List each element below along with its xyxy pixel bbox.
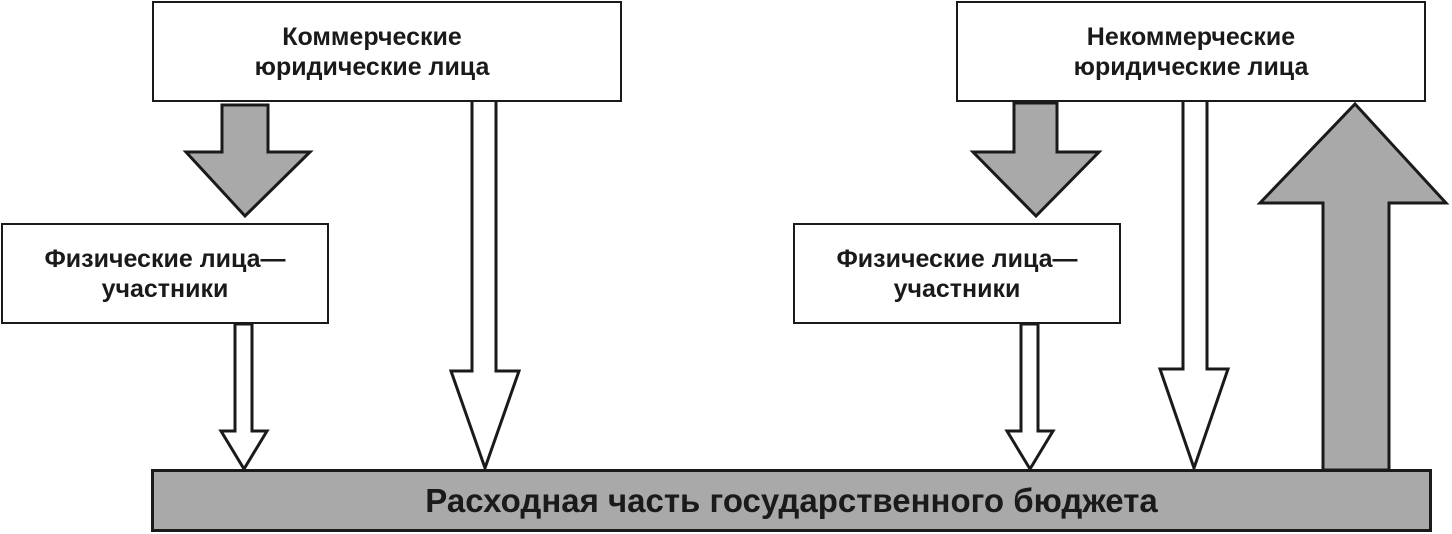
state-budget-expenditure-bar: Расходная часть государственного бюджета [151,469,1432,532]
individuals-right-label: Физические лица— участники [836,244,1078,303]
state-budget-expenditure-label: Расходная часть государственного бюджета [425,481,1158,519]
white-arrow-commercial-to-budget [448,98,522,473]
noncommercial-entities-box: Некоммерческие юридические лица [956,1,1426,102]
commercial-entities-label: Коммерческие юридические лица [254,22,490,81]
individuals-left-box: Физические лица— участники [1,223,329,324]
individuals-left-label: Физические лица— участники [44,244,286,303]
white-arrow-individuals-left-to-budget [218,322,270,472]
gray-arrow-commercial-to-individuals [182,103,314,219]
gray-arrow-budget-to-noncommercial [1256,101,1450,472]
noncommercial-entities-label: Некоммерческие юридические лица [1073,22,1309,81]
white-arrow-noncommercial-to-budget [1157,98,1231,473]
white-arrow-individuals-right-to-budget [1004,322,1056,472]
gray-arrow-noncommercial-to-individuals [969,101,1103,219]
commercial-entities-box: Коммерческие юридические лица [152,1,622,102]
individuals-right-box: Физические лица— участники [793,223,1121,324]
